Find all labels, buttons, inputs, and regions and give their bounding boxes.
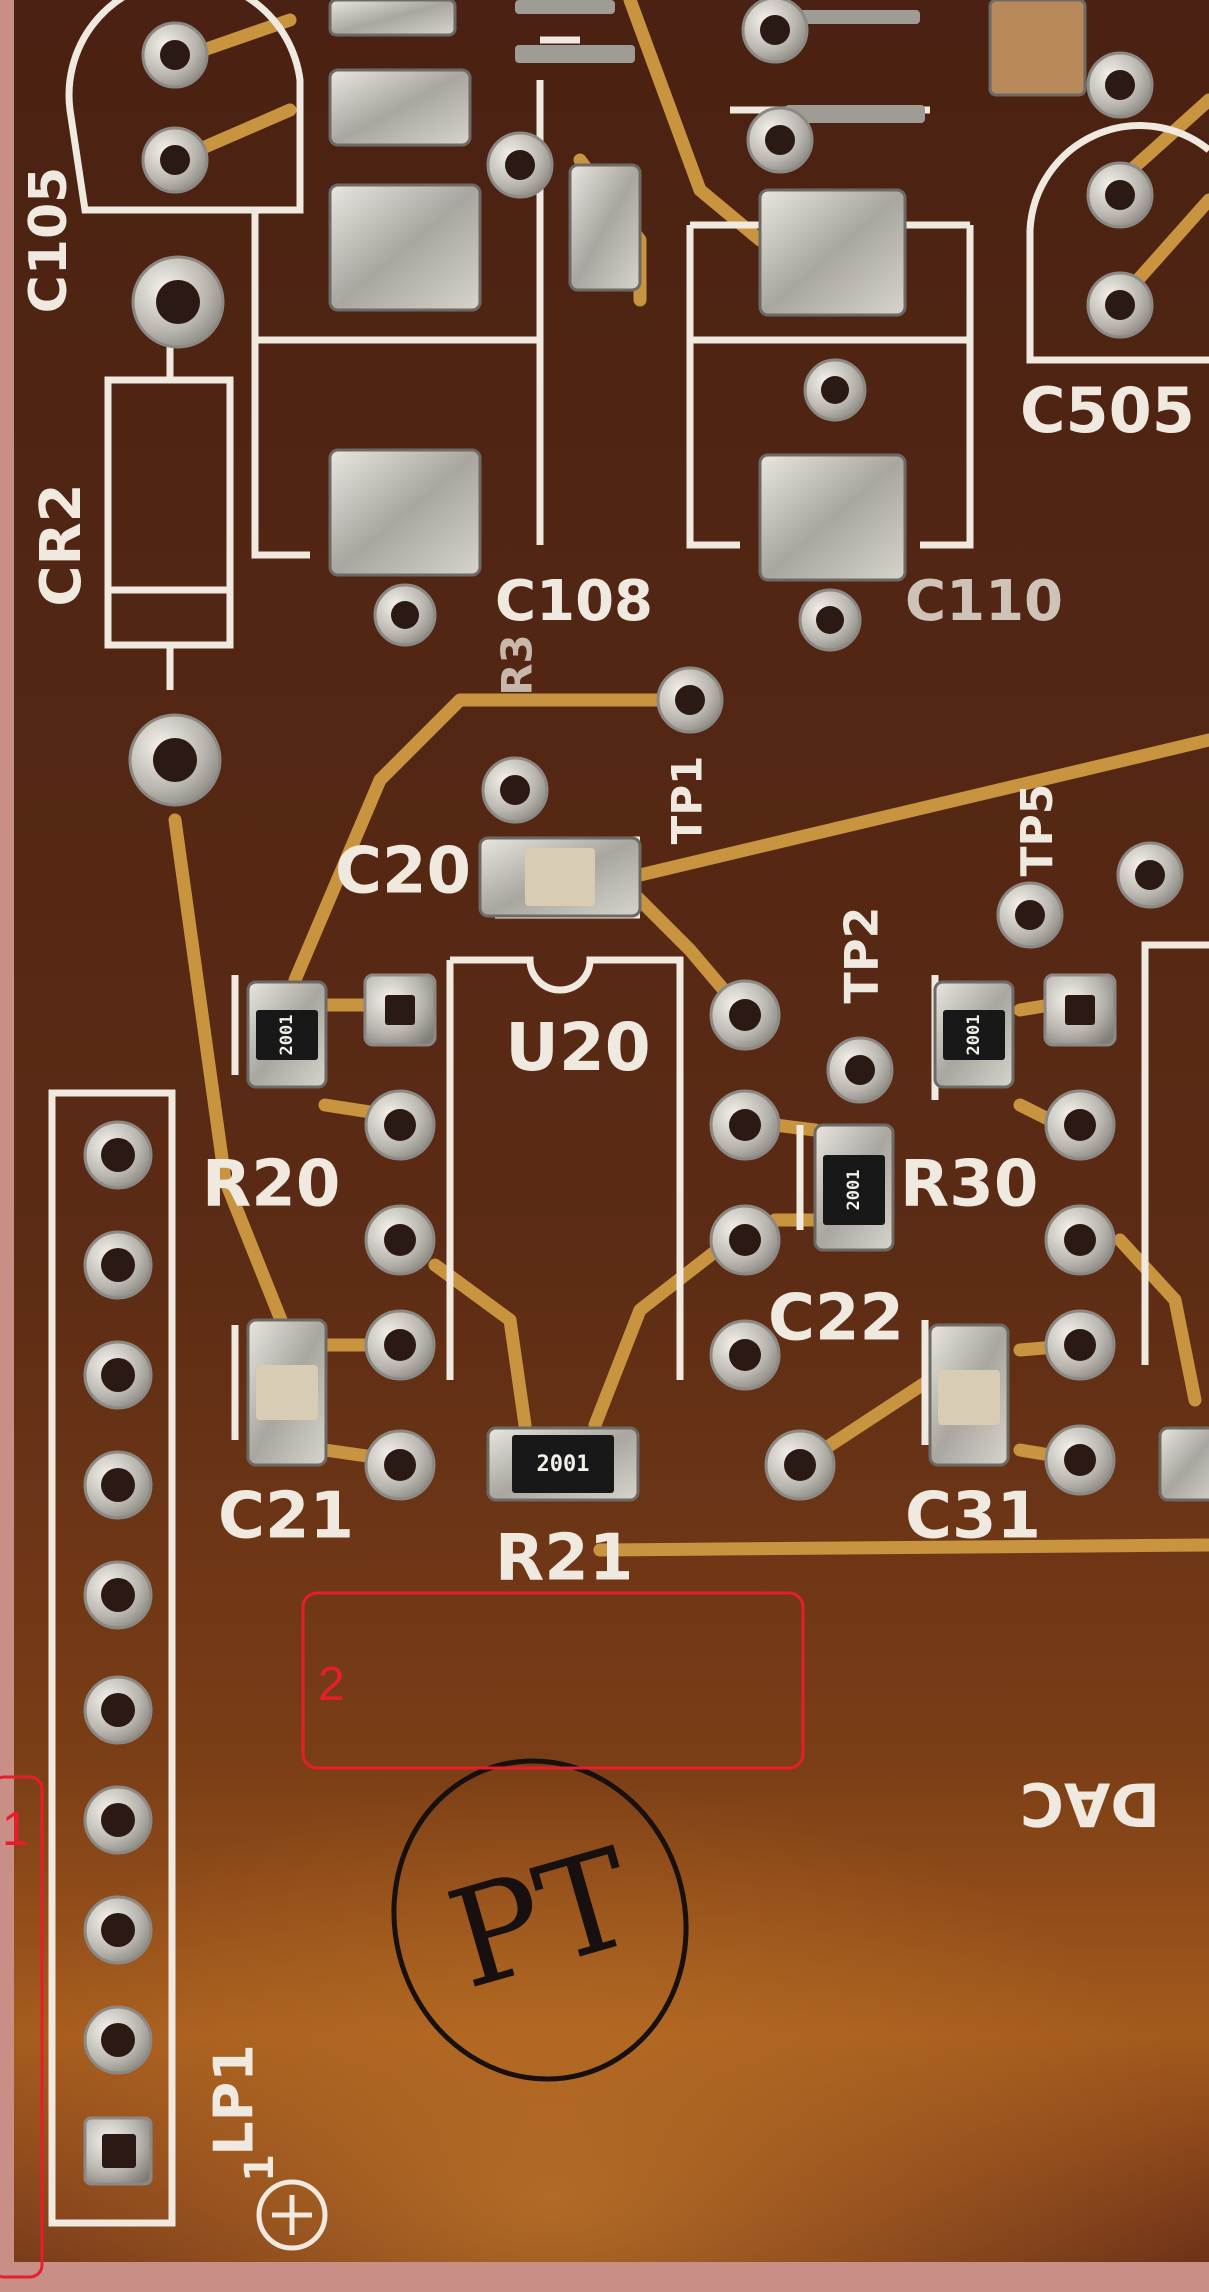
label-c110: C110 [905,569,1063,634]
pad-holes [153,15,1165,1481]
label-u20: U20 [505,1009,650,1086]
resistor-r22-code: 2001 [844,1170,864,1211]
label-c505: C505 [1020,374,1195,447]
label-c105: C105 [19,167,79,314]
resistor-r20-code: 2001 [277,1015,297,1056]
label-c21: C21 [218,1480,354,1554]
label-r20: R20 [202,1148,340,1222]
capacitor-c20 [478,836,642,918]
resistor-r21 [486,1426,640,1502]
label-tp2: TP2 [835,906,889,1003]
resistor-r21-code: 2001 [537,1452,590,1477]
resistor-r30-code: 2001 [964,1015,984,1056]
annotation-label-1: 1 [2,1803,29,1856]
label-r21: R21 [495,1522,633,1596]
label-c22: C22 [768,1282,904,1356]
smd-pads-top [328,0,1087,582]
label-dac: DAC [1020,1768,1160,1838]
resistor-r20 [246,980,328,1089]
capacitor-c31 [928,1323,1010,1467]
annotation-box-1: 1 [0,1775,44,2279]
header-pin-holes [101,1138,136,2168]
label-pin1: 1 [237,2154,283,2182]
label-cr2: CR2 [29,483,94,606]
label-tp5: TP5 [1012,784,1063,877]
annotation-label-2: 2 [318,1658,345,1711]
label-c31: C31 [905,1480,1041,1554]
label-c20: C20 [335,835,471,909]
partial-resistor-right [1158,1426,1209,1502]
board-glow [14,1500,1209,2262]
resistor-r30 [933,980,1015,1089]
resistor-r22 [813,1123,895,1252]
label-tp1: TP1 [663,756,712,845]
label-lp1: LP1 [203,2044,266,2156]
plus-marker [256,2179,328,2251]
annotation-box-2: 2 [301,1591,805,1770]
capacitor-c21 [246,1318,328,1467]
label-r30: R30 [900,1148,1038,1222]
label-r3: R3 [493,634,542,696]
label-c108: C108 [495,569,653,634]
